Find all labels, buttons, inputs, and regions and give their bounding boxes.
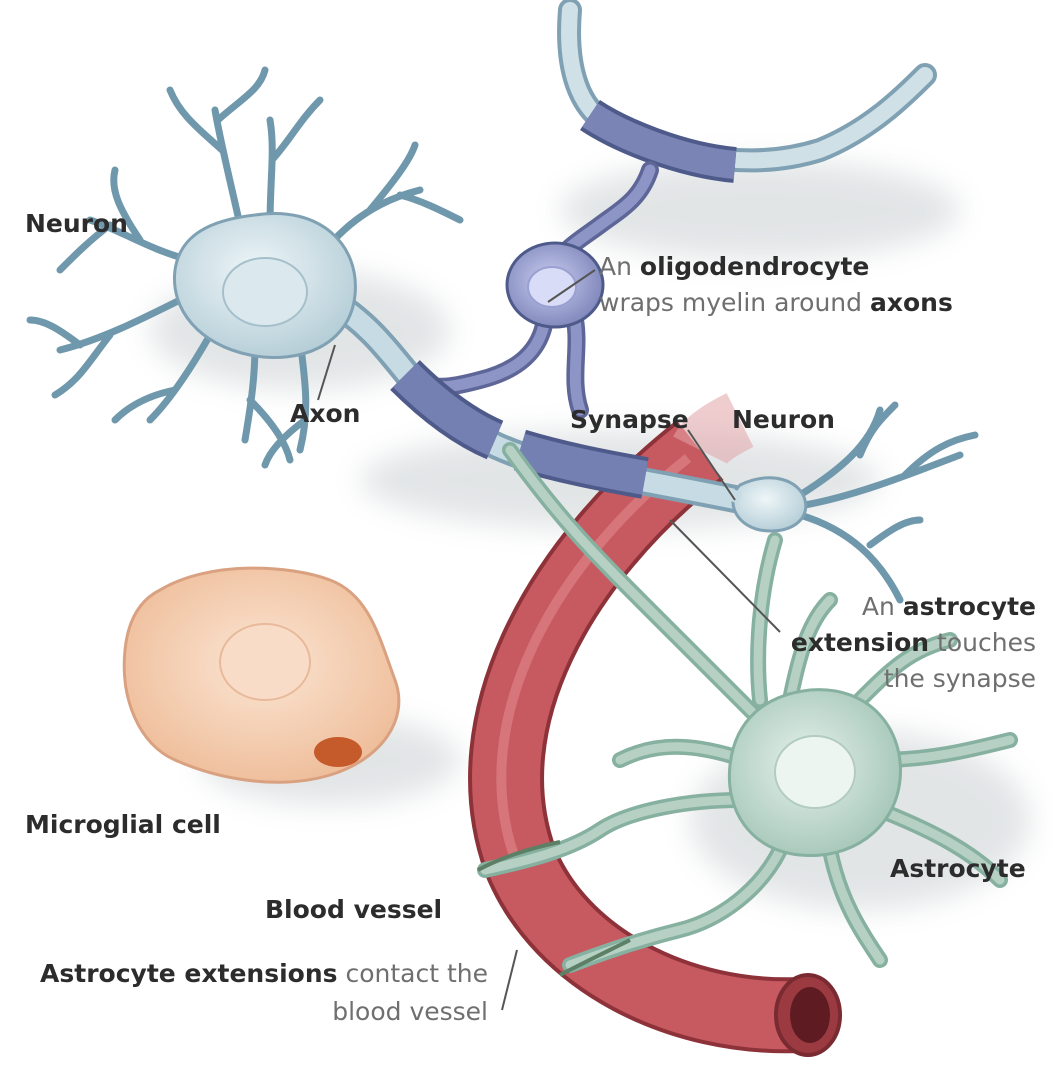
label-vessel-contact-line2: blood vessel <box>332 995 488 1029</box>
microglial-nucleus <box>220 624 310 700</box>
label-astrocyte-extension: An astrocyte <box>862 590 1036 624</box>
label-astrocyte-extension-line2: extension touches <box>791 626 1036 660</box>
label-astrocyte: Astrocyte <box>890 852 1026 886</box>
label-blood-vessel: Blood vessel <box>265 893 442 927</box>
upper-axon <box>569 10 925 165</box>
label-astrocyte-extension-line3: the synapse <box>884 662 1036 696</box>
label-oligodendrocyte-line2: wraps myelin around axons <box>599 286 953 320</box>
label-vessel-contact: Astrocyte extensions contact the <box>40 957 488 991</box>
label-neuron-left: Neuron <box>25 207 128 241</box>
microglial-granule <box>314 737 362 767</box>
label-synapse: Synapse <box>570 403 689 437</box>
right-neuron-body <box>733 478 806 531</box>
label-microglial-cell: Microglial cell <box>25 808 221 842</box>
left-neuron-nucleus <box>223 258 307 326</box>
label-axon: Axon <box>290 397 360 431</box>
label-neuron-right: Neuron <box>732 403 835 437</box>
label-oligodendrocyte: An oligodendrocyte <box>599 250 869 284</box>
astrocyte-nucleus <box>775 736 855 808</box>
